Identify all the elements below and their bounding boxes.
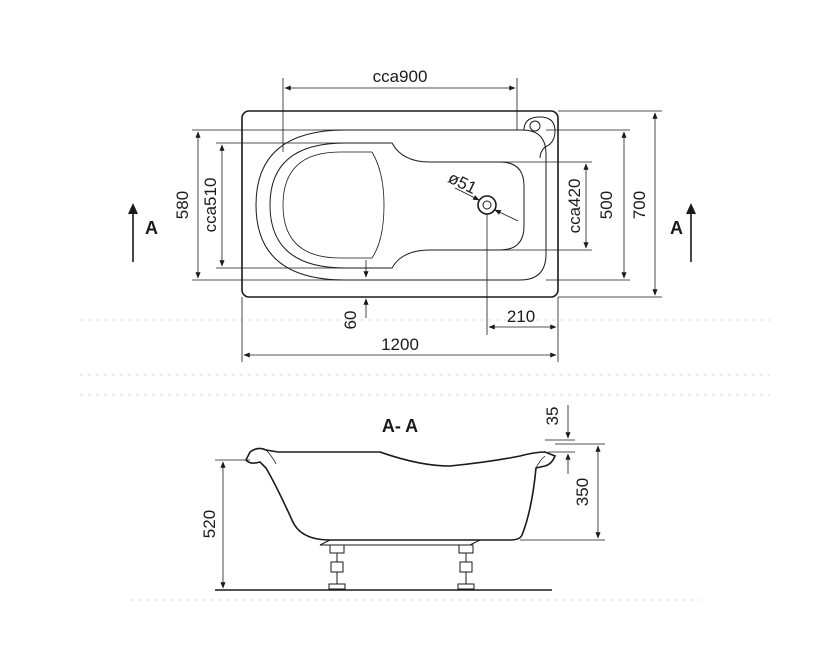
tub-basin-outline (255, 129, 547, 281)
tub-leg-right (457, 544, 475, 590)
dim-350: 350 (573, 478, 592, 506)
dim-cca420: cca420 (565, 179, 584, 234)
section-title: A- A (382, 416, 418, 436)
tub-underside (319, 539, 481, 546)
dim-210: 210 (507, 307, 535, 326)
section-marker-left: A (128, 203, 158, 262)
overflow-hole (529, 120, 541, 132)
dim-700: 700 (630, 191, 649, 219)
tub-inner-lip (265, 449, 546, 469)
drain-inner (482, 200, 492, 210)
tub-bottom-outline (269, 142, 525, 269)
dim-35: 35 (543, 407, 562, 426)
dim-cca900: cca900 (373, 67, 428, 86)
drain-outer (477, 195, 497, 215)
dim-drain-diameter: ø51 (445, 168, 480, 198)
tub-leg-left (328, 544, 346, 590)
overflow-outline (523, 116, 556, 159)
tub-outer-rim (241, 110, 559, 298)
dim-580: 580 (173, 191, 192, 219)
tub-backrest-outline (282, 151, 385, 259)
tub-section-outline (245, 447, 557, 541)
dim-cca510: cca510 (201, 178, 220, 233)
faint-background-marks (80, 319, 770, 601)
section-view: A- A 520 35 (200, 405, 605, 591)
section-label-left: A (145, 218, 158, 238)
dim-1200: 1200 (381, 335, 419, 354)
section-label-right: A (670, 218, 683, 238)
dim-500: 500 (597, 191, 616, 219)
section-marker-right: A (670, 203, 696, 262)
dim-520: 520 (200, 510, 219, 538)
top-view: cca900 1200 210 60 580 cca510 cca420 (128, 67, 696, 362)
dim-60: 60 (341, 311, 360, 330)
